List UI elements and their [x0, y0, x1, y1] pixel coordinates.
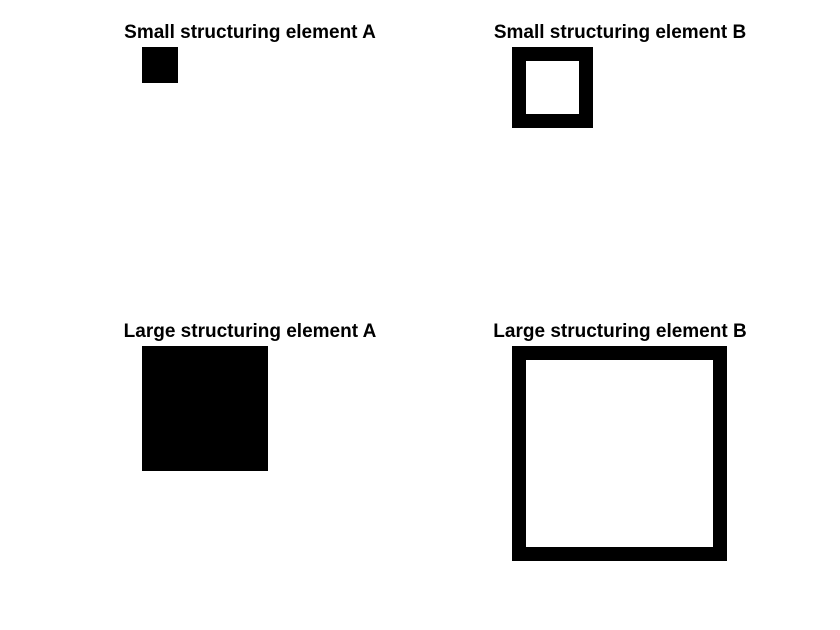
- large-element-a-title: Large structuring element A: [123, 321, 377, 342]
- small-element-a-title: Small structuring element A: [124, 22, 376, 43]
- large-element-b-title: Large structuring element B: [493, 321, 747, 342]
- small-structuring-element-b: [512, 47, 593, 128]
- large-structuring-element-a: [142, 346, 268, 471]
- large-structuring-element-b: [512, 346, 727, 561]
- small-element-b-title: Small structuring element B: [493, 22, 747, 43]
- small-structuring-element-a: [142, 47, 178, 83]
